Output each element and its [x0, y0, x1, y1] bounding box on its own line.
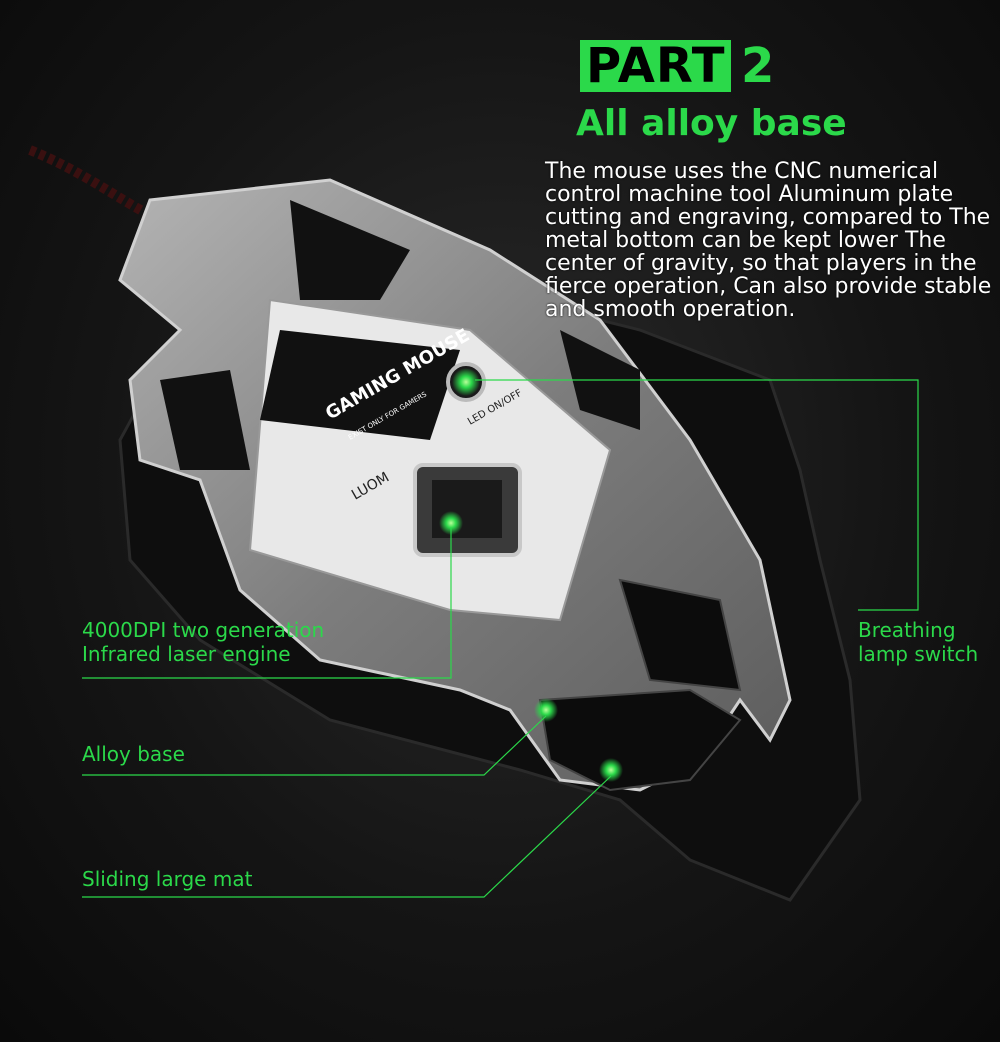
- part-badge: PART: [580, 40, 732, 92]
- leader-line-lamp: [475, 379, 919, 611]
- plate-cutout: [290, 200, 410, 300]
- feature-description: The mouse uses the CNC numerical control…: [545, 159, 992, 322]
- callout-sliding-mat: Sliding large mat: [82, 867, 253, 891]
- callout-laser-engine: 4000DPI two generation Infrared laser en…: [82, 618, 325, 666]
- sliding-mat-pad: [538, 688, 742, 792]
- plate-cutout: [160, 370, 250, 470]
- callout-lamp-switch: Breathing lamp switch: [858, 618, 979, 666]
- leader-line-base: [82, 715, 547, 776]
- section-subtitle: All alloy base: [576, 103, 847, 144]
- sticker-black-band: [260, 330, 460, 440]
- sliding-mat-pad: [618, 578, 742, 692]
- callout-dot-laser: [439, 511, 463, 535]
- part-number: 2: [741, 38, 775, 94]
- callout-dot-mat: [599, 758, 623, 782]
- callout-alloy-base: Alloy base: [82, 742, 185, 766]
- leader-line-mat: [82, 775, 612, 898]
- callout-dot-lamp: [452, 368, 480, 396]
- mouse-cable: [28, 145, 153, 220]
- leader-line-laser: [82, 528, 452, 679]
- callout-dot-base: [534, 698, 558, 722]
